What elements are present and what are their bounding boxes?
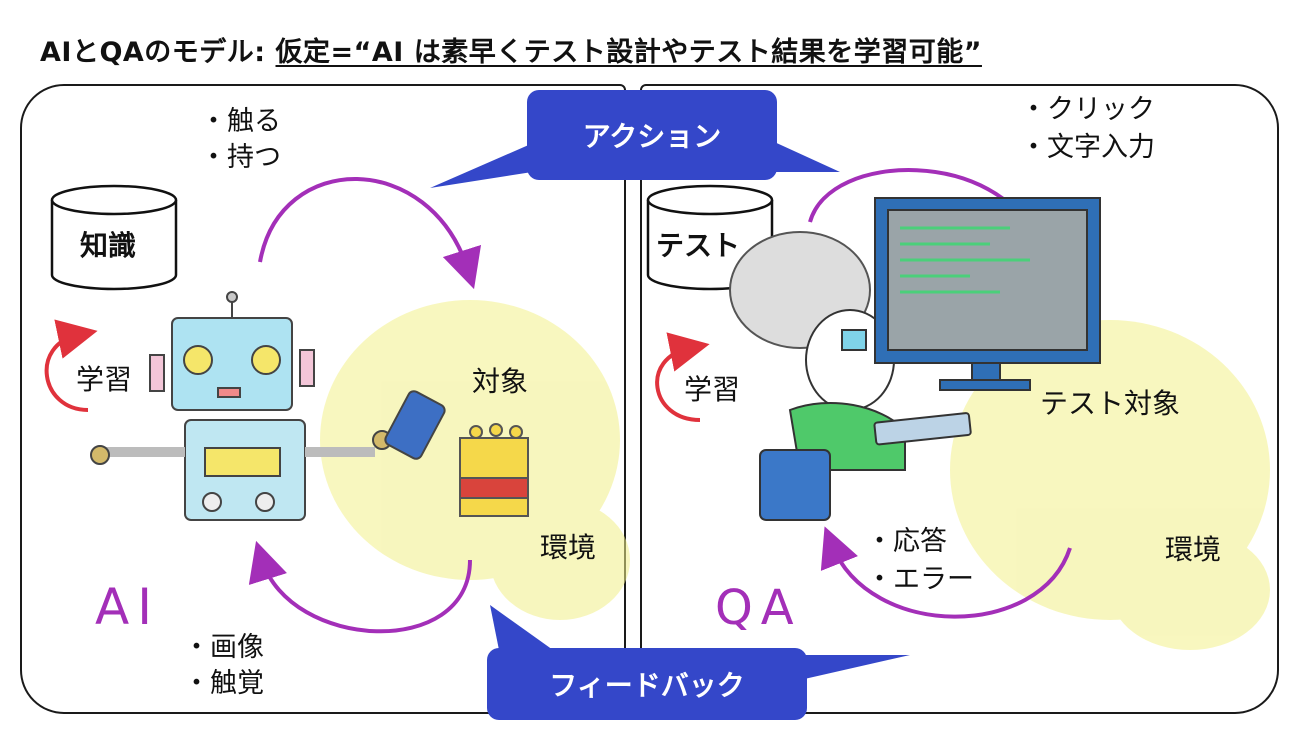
scribble-right — [950, 320, 1270, 650]
feedback-arrow-right — [820, 526, 1072, 619]
hold-item: ・持つ — [200, 142, 281, 173]
knowledge-label: 知識 — [80, 229, 137, 262]
touch-item: ・触る — [200, 106, 281, 137]
ai-agent-label: AI — [95, 578, 160, 636]
block-stack-icon — [459, 423, 529, 517]
test-db-label: テスト — [656, 229, 741, 262]
monitor-icon — [874, 197, 1101, 391]
error-item: ・エラー — [866, 564, 974, 595]
title-hypothesis: 仮定=“AI は素早くテスト設計やテスト結果を学習可能” — [275, 37, 982, 68]
learn-label-left: 学習 — [76, 363, 133, 396]
image-item: ・画像 — [183, 632, 264, 663]
response-item: ・応答 — [866, 526, 947, 557]
learn-label-right: 学習 — [684, 373, 741, 406]
object-label: 対象 — [472, 365, 529, 398]
click-item: ・クリック — [1020, 94, 1155, 125]
environment-label-left: 環境 — [540, 531, 597, 564]
learn-loop-right-icon — [655, 332, 710, 422]
database-cylinder-left — [50, 184, 178, 291]
tester-icon — [729, 231, 972, 521]
feedback-arrow-left — [248, 540, 472, 634]
test-target-label: テスト対象 — [1040, 387, 1181, 420]
action-pointer-right — [770, 140, 840, 172]
action-arrow-left — [258, 177, 482, 290]
diagram-title: AIとQAのモデル: 仮定=“AI は素早くテスト設計やテスト結果を学習可能” — [40, 30, 982, 69]
feedback-pointer-right — [800, 655, 910, 680]
environment-label-right: 環境 — [1165, 533, 1222, 566]
text-input-item: ・文字入力 — [1020, 132, 1155, 163]
qa-agent-label: QA — [715, 580, 802, 636]
feedback-pointer-left — [490, 605, 560, 655]
feedback-pill: フィードバック — [487, 648, 807, 720]
action-pill: アクション — [527, 90, 777, 180]
action-pointer-left — [430, 140, 545, 188]
action-label: アクション — [582, 120, 722, 153]
learn-loop-left-icon — [44, 319, 98, 412]
title-prefix: AIとQAのモデル: — [40, 37, 276, 68]
robot-icon — [90, 291, 446, 521]
tactile-item: ・触覚 — [183, 668, 264, 699]
feedback-label: フィードバック — [549, 669, 745, 702]
